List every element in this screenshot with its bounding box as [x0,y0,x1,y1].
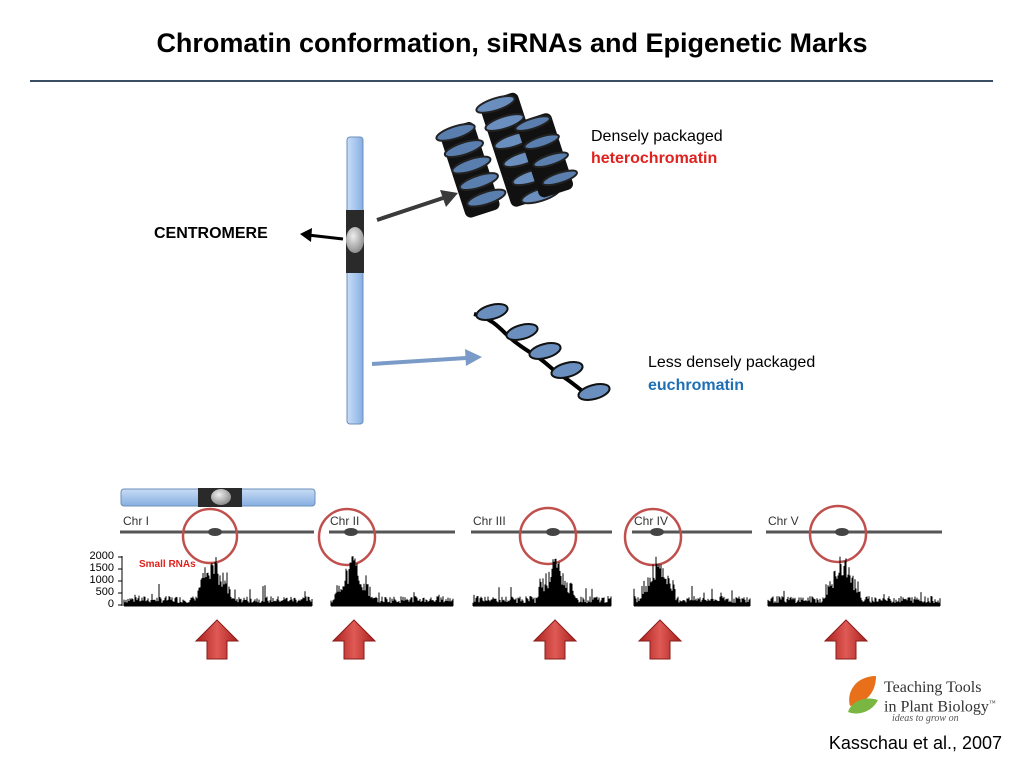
centromere-label: CENTROMERE [154,225,268,242]
logo-title-line2: in Plant Biology™ [884,695,996,715]
arrow-to-euchromatin [371,349,482,366]
vertical-chromosome [346,136,364,425]
red-up-arrows [194,619,869,660]
y-tick-1000: 1000 [89,574,114,586]
horizontal-chromosome [120,488,316,507]
up-arrow-chr1 [194,619,240,660]
logo-title-line2-text: in Plant Biology [884,698,989,716]
euchromatin-label: euchromatin [648,377,745,394]
density-plot-chr1 [123,557,313,606]
logo-title-line1: Teaching Tools [884,679,982,696]
y-tick-2000: 2000 [89,550,114,562]
density-plot-chr3 [472,558,612,606]
heterochromatin-desc: Densely packaged [591,128,723,145]
logo-tagline: ideas to grow on [892,713,959,724]
y-tick-1500: 1500 [89,562,114,574]
centromere-pointer-arrow [300,228,344,242]
heterochromatin-nucleosome-stack [435,92,578,218]
slide-title: Chromatin conformation, siRNAs and Epige… [156,28,868,58]
small-rnas-label: Small RNAs [139,559,196,570]
title-divider [30,80,993,82]
chr-label-2: Chr II [330,514,360,528]
density-plot-chr2 [330,556,454,606]
up-arrow-chr2 [331,619,377,660]
chr-label-1: Chr I [123,514,150,528]
citation: Kasschau et al., 2007 [828,733,1002,753]
centromere-highlight-circles [181,504,868,567]
up-arrow-chr3 [532,619,578,660]
teaching-tools-logo-icon [848,676,878,714]
y-tick-500: 500 [95,586,114,598]
heterochromatin-label: heterochromatin [591,150,718,167]
small-rna-y-axis [118,556,123,606]
up-arrow-chr5 [823,619,869,660]
density-plot-chr4 [633,556,751,606]
logo-trademark: ™ [988,699,996,707]
small-rna-density-plots [123,556,941,607]
chr-label-3: Chr III [473,514,506,528]
y-tick-0: 0 [107,598,114,610]
chr-label-4: Chr IV [634,514,669,528]
chromosome-tracks [120,528,942,536]
arrow-to-heterochromatin [376,190,458,222]
centromere-constriction [346,227,364,253]
euchromatin-nucleosome-string [473,303,611,401]
euchromatin-desc: Less densely packaged [648,354,816,371]
density-plot-chr5 [767,556,941,606]
chr-label-5: Chr V [768,514,799,528]
up-arrow-chr4 [637,619,683,660]
